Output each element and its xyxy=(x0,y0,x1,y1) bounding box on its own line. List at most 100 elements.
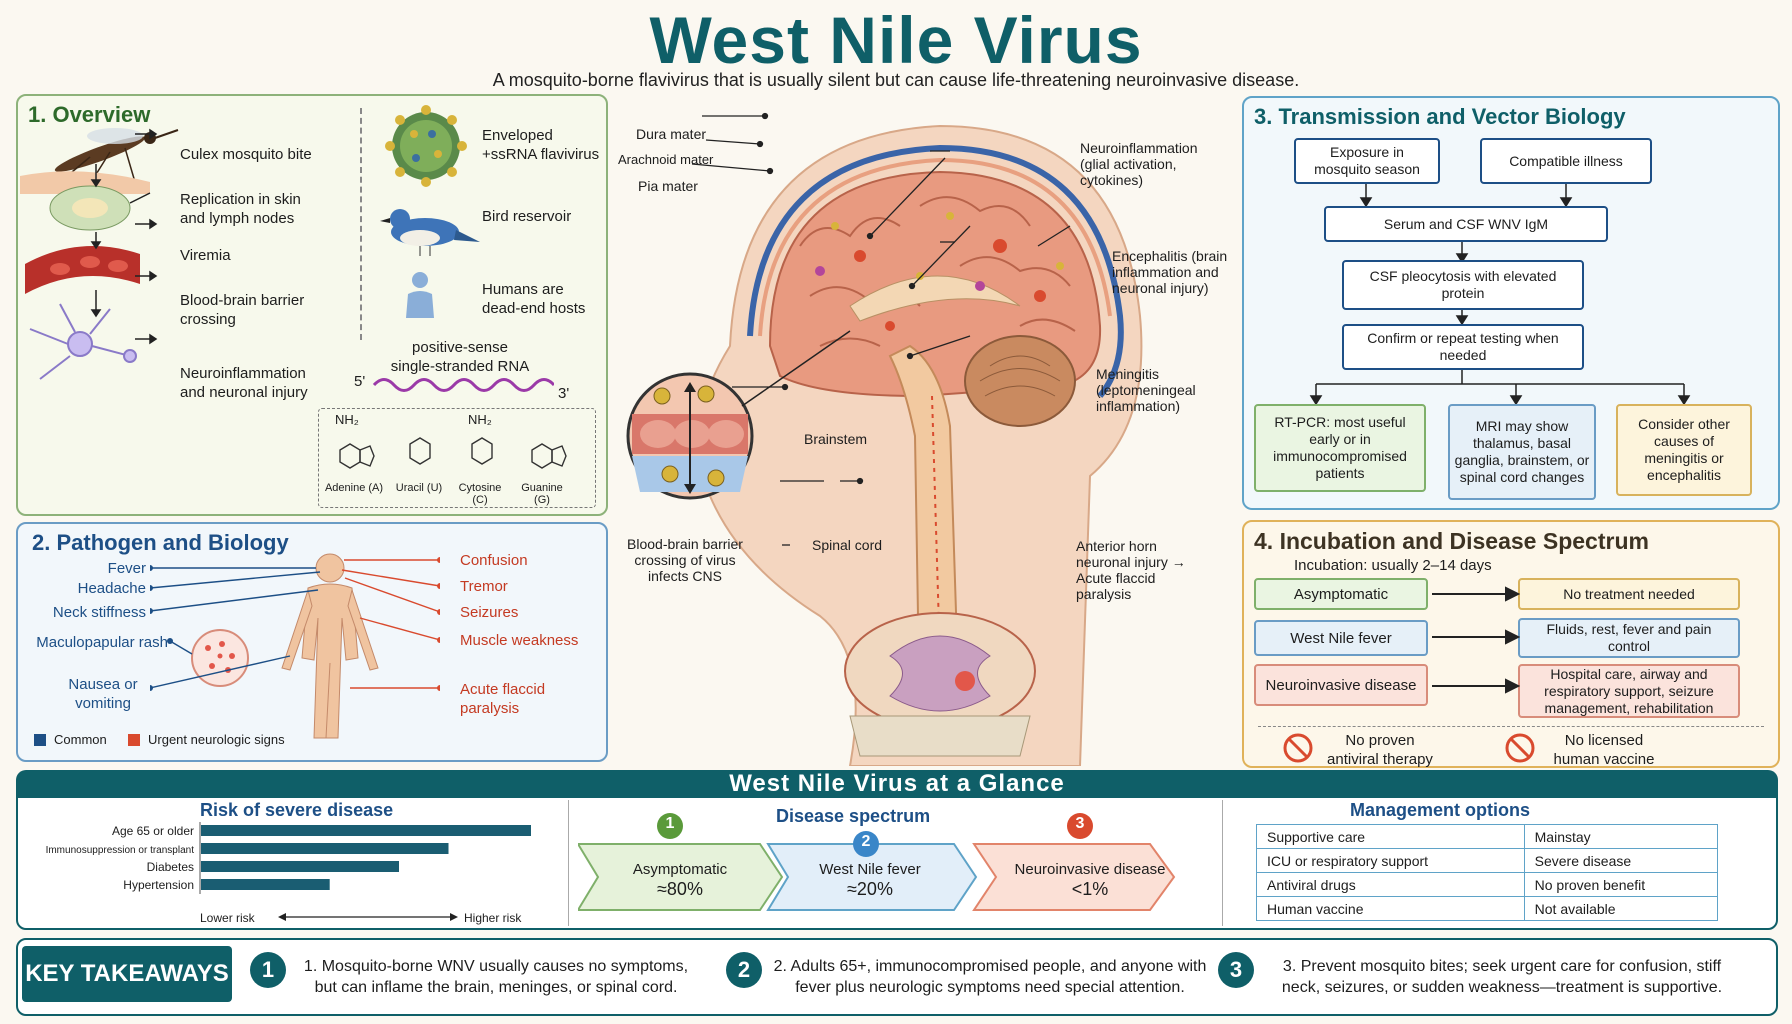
spectrum-val-3: <1% xyxy=(1071,879,1109,899)
takeaway-1: 1. Mosquito-borne WNV usually causes no … xyxy=(303,958,689,996)
mgmt-option: ICU or respiratory support xyxy=(1256,848,1525,873)
overview-step-viremia: Viremia xyxy=(180,247,231,264)
legend-common-swatch xyxy=(34,734,46,746)
sign-tremor: Tremor xyxy=(460,578,508,595)
label-anterior-horn: Anterior horn neuronal injury → Acute fl… xyxy=(1076,538,1186,602)
flow-pleocytosis: CSF pleocytosis with elevated protein xyxy=(1342,260,1584,310)
takeaway-number-2: 2 xyxy=(726,952,762,988)
human-icon xyxy=(406,272,434,318)
virus-icon xyxy=(385,105,467,187)
symptom-rash: Maculopapular rash xyxy=(36,634,168,651)
overview-virus-label: Enveloped +ssRNA flavivirus xyxy=(482,127,600,163)
risk-bar xyxy=(201,879,330,890)
spectrum-num-3: 3 xyxy=(1075,815,1085,832)
risk-bar xyxy=(201,861,399,872)
takeaway-3: 3. Prevent mosquito bites; seek urgent c… xyxy=(1281,958,1723,996)
nucleobase-box xyxy=(318,408,596,508)
label-meningitis: Meningitis (leptomeningeal inflammation) xyxy=(1096,366,1196,414)
mgmt-option: Antiviral drugs xyxy=(1256,872,1525,897)
symptom-neck-stiffness: Neck stiffness xyxy=(52,604,146,621)
incubation-arrows xyxy=(1432,586,1520,694)
glance-divider-1 xyxy=(568,800,569,926)
base-cytosine: Cytosine (C) xyxy=(458,482,502,506)
spectrum-val-1: ≈80% xyxy=(657,879,703,899)
neuron-icon xyxy=(29,303,137,380)
overview-illustrations xyxy=(20,128,179,380)
page-title: West Nile Virus xyxy=(649,3,1143,77)
mgmt-status: No proven benefit xyxy=(1523,872,1719,897)
spectrum-title: Disease spectrum xyxy=(776,806,931,826)
transmission-heading: 3. Transmission and Vector Biology xyxy=(1254,104,1626,129)
overview-step-bite: Culex mosquito bite xyxy=(180,146,312,163)
flow-confirm: Confirm or repeat testing when needed xyxy=(1342,324,1584,370)
symptom-nausea: Nausea or vomiting xyxy=(68,676,138,712)
flow-rtpcr: RT-PCR: most useful early or in immunoco… xyxy=(1254,404,1426,492)
overview-heading: 1. Overview xyxy=(28,102,151,127)
flow-other: Consider other causes of meningitis or e… xyxy=(1616,404,1752,496)
overview-step-bbb: Blood-brain barrier crossing xyxy=(180,292,305,328)
rna-strand-icon xyxy=(372,378,554,392)
spectrum-cat-2: West Nile fever xyxy=(819,861,921,878)
brain-spinal-illustration xyxy=(626,112,1143,766)
label-pia-mater: Pia mater xyxy=(638,178,698,194)
glance-band: West Nile Virus at a Glance xyxy=(16,770,1778,798)
state-wnf: West Nile fever xyxy=(1254,620,1428,656)
risk-high-label: Higher risk xyxy=(464,911,522,925)
risk-category-label: Immunosuppression or transplant xyxy=(46,845,195,856)
sign-seizures: Seizures xyxy=(460,604,519,621)
base-adenine: Adenine (A) xyxy=(324,482,384,494)
base-guanine: Guanine (G) xyxy=(521,482,563,506)
overview-step-neuro: Neuroinflammation and neuronal injury xyxy=(180,365,308,401)
legend-common-label: Common xyxy=(54,732,107,747)
mgmt-option: Supportive care xyxy=(1256,824,1525,849)
spectrum-cat-1: Asymptomatic xyxy=(632,861,728,878)
sign-muscle-weakness: Muscle weakness xyxy=(460,632,579,649)
page-subtitle: A mosquito-borne flavivirus that is usua… xyxy=(492,70,1300,90)
nucleobase-structures xyxy=(339,437,567,469)
glance-divider-2 xyxy=(1222,800,1223,926)
transmission-flow-connectors xyxy=(1309,164,1691,406)
takeaway-number-3: 3 xyxy=(1218,952,1254,988)
label-dura-mater: Dura mater xyxy=(636,126,707,142)
spectrum-chevrons xyxy=(578,813,1176,911)
incubation-heading: 4. Incubation and Disease Spectrum xyxy=(1254,528,1649,554)
human-body-illustration xyxy=(150,553,440,739)
symptom-headache: Headache xyxy=(77,580,146,597)
risk-bar xyxy=(201,843,449,854)
label-encephalitis: Encephalitis (brain inflammation and neu… xyxy=(1112,248,1228,296)
care-wnf: Fluids, rest, fever and pain control xyxy=(1518,618,1740,658)
care-neuroinvasive: Hospital care, airway and respiratory su… xyxy=(1518,664,1740,718)
legend-urgent-label: Urgent neurologic signs xyxy=(148,732,285,747)
pathogen-heading: 2. Pathogen and Biology xyxy=(32,530,289,555)
takeaways-title: KEY TAKEAWAYS xyxy=(22,946,232,1002)
overview-rna-label: positive-sense single-stranded RNA xyxy=(390,339,530,375)
spectrum-val-2: ≈20% xyxy=(847,879,893,899)
flow-mri: MRI may show thalamus, basal ganglia, br… xyxy=(1448,404,1596,500)
risk-category-label: Age 65 or older xyxy=(112,824,194,838)
risk-low-label: Lower risk xyxy=(200,911,255,925)
overview-humans-label: Humans are dead-end hosts xyxy=(482,281,586,317)
label-brainstem: Brainstem xyxy=(804,431,868,447)
care-asymptomatic: No treatment needed xyxy=(1518,578,1740,610)
state-asymptomatic: Asymptomatic xyxy=(1254,578,1428,610)
overview-divider xyxy=(360,108,362,340)
mosquito-icon xyxy=(20,128,179,194)
base-uracil: Uracil (U) xyxy=(395,482,443,494)
takeaways-row xyxy=(16,938,1778,1016)
label-bbb: Blood-brain barrier crossing of virus in… xyxy=(627,536,743,584)
legend-urgent-swatch xyxy=(128,734,140,746)
flow-igm: Serum and CSF WNV IgM xyxy=(1324,206,1608,242)
bird-icon xyxy=(380,209,480,256)
risk-category-label: Hypertension xyxy=(123,878,194,892)
overview-panel xyxy=(16,94,608,516)
mgmt-option: Human vaccine xyxy=(1256,896,1525,921)
mgmt-status: Mainstay xyxy=(1523,824,1719,849)
blood-vessel-icon xyxy=(25,246,140,294)
adenine-nh2: NH₂ xyxy=(335,412,359,427)
spectrum-cat-3: Neuroinvasive disease xyxy=(1014,861,1166,878)
risk-bar xyxy=(201,825,531,836)
